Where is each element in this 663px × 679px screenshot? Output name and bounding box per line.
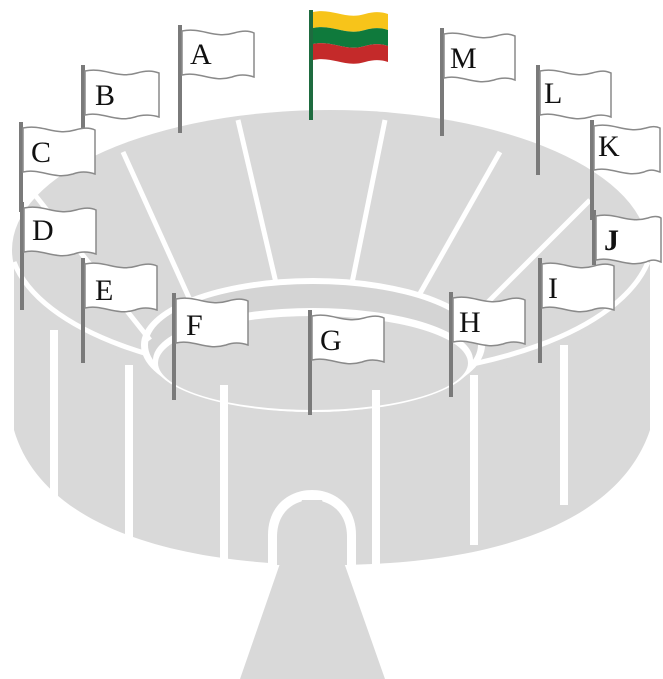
flag-pole (536, 65, 540, 175)
flag-B: B (81, 65, 160, 157)
flag-cloth (175, 297, 249, 348)
flag-pole (538, 258, 542, 363)
flag-pole (590, 120, 594, 220)
flag-pole (449, 292, 453, 397)
flag-pole (19, 122, 23, 212)
flag-label: I (548, 272, 558, 305)
flag-label: B (95, 79, 115, 112)
flag-cloth (593, 124, 661, 175)
flag-H: H (449, 292, 526, 397)
flag-F: F (172, 293, 249, 400)
flag-cloth (539, 69, 612, 120)
stadium (11, 110, 651, 679)
flag-K: K (590, 120, 661, 220)
flag-pole (81, 65, 85, 157)
flag-label: E (95, 274, 113, 307)
flag-C: C (19, 122, 96, 212)
flag-label: A (190, 38, 212, 71)
flag-pole (172, 293, 176, 400)
flag-cloth (595, 214, 662, 265)
national-flag-stripe-top (313, 11, 388, 32)
flag-label: G (320, 324, 342, 357)
flag-label: D (32, 214, 54, 247)
flag-D: D (20, 202, 97, 310)
flag-cloth (452, 296, 526, 347)
flag-label: J (604, 224, 619, 257)
flag-pole (440, 28, 444, 136)
flag-pole (592, 210, 596, 265)
lithuanian-flag-icon (309, 10, 388, 120)
flag-label: L (544, 77, 562, 110)
flag-cloth (181, 29, 255, 80)
flag-M: M (440, 28, 516, 136)
national-flag-stripe-middle (313, 27, 388, 48)
flag-cloth (443, 32, 516, 83)
flag-label: H (459, 306, 481, 339)
flag-cloth (22, 126, 96, 177)
wall-dividers (50, 330, 568, 565)
flag-label: M (450, 42, 477, 75)
flag-E: E (81, 258, 158, 363)
flag-A: A (178, 25, 255, 133)
national-flag-stripe-bottom (313, 43, 388, 64)
flag-cloth (23, 206, 97, 257)
flag-J: J (592, 210, 662, 265)
flag-cloth (541, 262, 615, 313)
entrance-path (240, 500, 385, 679)
flag-pole (178, 25, 182, 133)
flag-pole (20, 202, 24, 310)
flag-cloth (84, 262, 158, 313)
flag-G: G (308, 310, 385, 415)
flag-I: I (538, 258, 615, 363)
national-flag-pole (309, 10, 313, 120)
flag-label: F (186, 309, 203, 342)
flag-label: C (31, 136, 51, 169)
flag-pole (81, 258, 85, 363)
flag-cloth (84, 69, 160, 120)
flag-L: L (536, 65, 612, 175)
flag-pole (308, 310, 312, 415)
flag-cloth (311, 314, 385, 365)
flag-label: K (598, 130, 620, 163)
